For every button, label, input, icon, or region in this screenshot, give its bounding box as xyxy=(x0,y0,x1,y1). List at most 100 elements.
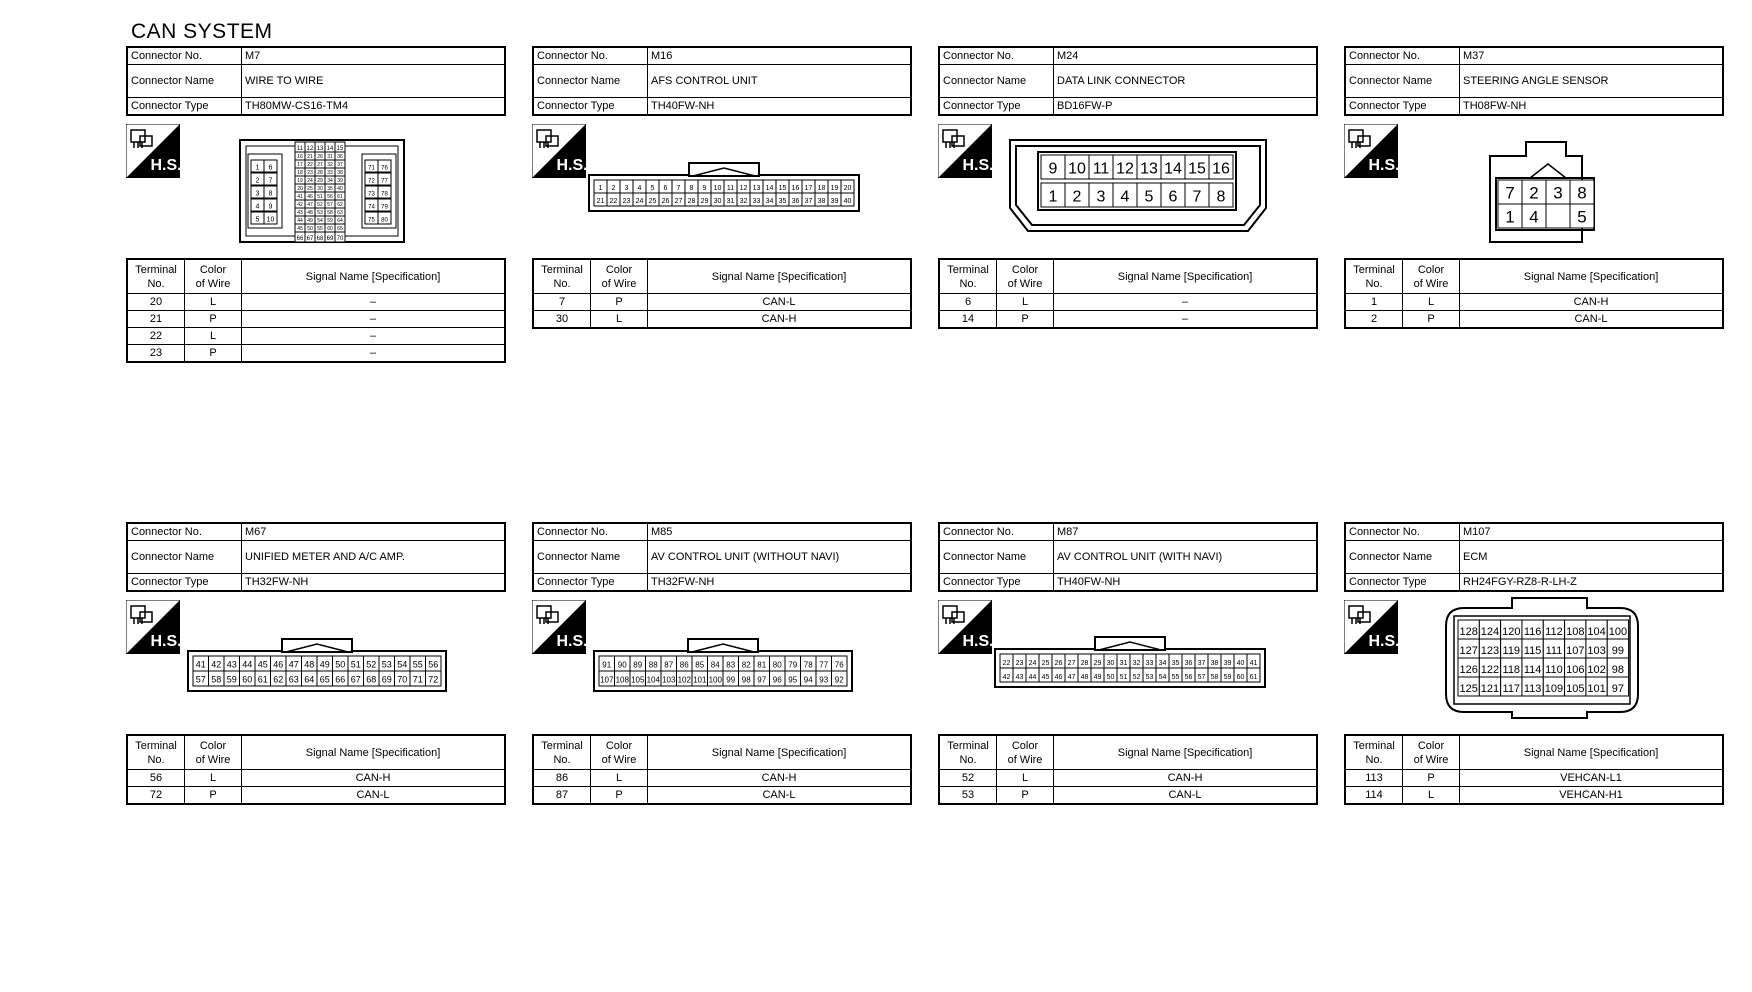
connector-type-value: TH40FW-NH xyxy=(1053,573,1318,592)
hs-label: H.S. xyxy=(150,633,180,650)
pin-label: 52 xyxy=(366,660,376,670)
pin-label: 118 xyxy=(1503,664,1521,676)
connector-block-m67: Connector No. M67 Connector Name UNIFIED… xyxy=(126,522,506,805)
pin-label: 19 xyxy=(831,185,839,192)
pin-label: 4 xyxy=(638,185,642,192)
table-row: 53 P CAN-L xyxy=(938,786,1318,805)
pin-label: 55 xyxy=(1172,674,1180,681)
pin-label: 80 xyxy=(381,217,388,223)
pin-label: 70 xyxy=(397,675,407,685)
pin-label: 25 xyxy=(649,198,657,205)
signal-name-header: Signal Name [Specification] xyxy=(1053,734,1318,770)
connector-type-value: TH32FW-NH xyxy=(241,573,506,592)
pin-label: 1 xyxy=(1049,189,1058,206)
connector-name-value: DATA LINK CONNECTOR xyxy=(1053,64,1318,98)
pin-label: 53 xyxy=(1146,674,1154,681)
hs-label: H.S. xyxy=(556,633,586,650)
hs-label: H.S. xyxy=(150,157,180,174)
pin-label: 120 xyxy=(1502,626,1520,638)
pin-label: 60 xyxy=(327,226,333,232)
wire-color: P xyxy=(1402,769,1460,787)
connector-no-value: M24 xyxy=(1053,46,1318,65)
pin-label: 47 xyxy=(307,202,313,208)
connector-info-table: Connector No. M16 Connector Name AFS CON… xyxy=(532,46,912,116)
pin-label: 49 xyxy=(1094,674,1102,681)
connector-block-m7: Connector No. M7 Connector Name WIRE TO … xyxy=(126,46,506,363)
pin-label: 34 xyxy=(327,178,333,184)
pin-label: 26 xyxy=(1055,660,1063,667)
pin-label: 23 xyxy=(307,170,313,176)
pin-label: 44 xyxy=(1029,674,1037,681)
pin-label: 28 xyxy=(688,198,696,205)
pin-label: 3 xyxy=(1097,189,1106,206)
pin-label: 69 xyxy=(327,236,334,242)
pin-label: 37 xyxy=(1198,660,1206,667)
pin-label: 108 xyxy=(1566,626,1584,638)
pin-label: 43 xyxy=(227,660,237,670)
pin-label: 54 xyxy=(317,218,323,224)
connector-name-value: AV CONTROL UNIT (WITH NAVI) xyxy=(1053,540,1318,574)
pin-label: 35 xyxy=(1172,660,1180,667)
pin-label: 38 xyxy=(818,198,826,205)
pin-label: 15 xyxy=(779,185,787,192)
pin-label: 10 xyxy=(267,216,275,223)
pin-label: 23 xyxy=(1016,660,1024,667)
harness-side-icon: H.S. xyxy=(532,124,586,178)
signal-name: – xyxy=(241,293,506,311)
pin-label: 37 xyxy=(805,198,813,205)
connector-type-label: Connector Type xyxy=(938,573,1054,592)
pin-label: 59 xyxy=(327,218,333,224)
pin-label: 56 xyxy=(327,194,333,200)
connector-name-label: Connector Name xyxy=(126,540,242,574)
pin-label: 25 xyxy=(1042,660,1050,667)
pin-label: 21 xyxy=(307,154,313,160)
wire-color: P xyxy=(184,344,242,363)
wire-color: P xyxy=(184,310,242,328)
pin-label: 33 xyxy=(327,170,333,176)
pin-label: 97 xyxy=(757,676,766,685)
pin-label: 110 xyxy=(1545,664,1563,676)
connector-no-value: M107 xyxy=(1459,522,1724,541)
pin-label: 102 xyxy=(678,676,692,685)
table-row: 20 L – xyxy=(126,293,506,311)
terminal-no: 22 xyxy=(126,327,185,345)
pin-label: 20 xyxy=(844,185,852,192)
connector-block-m107: Connector No. M107 Connector Name ECM Co… xyxy=(1344,522,1724,805)
pin-label: 14 xyxy=(1164,161,1182,178)
pin-label: 6 xyxy=(664,185,668,192)
pin-label: 54 xyxy=(397,660,407,670)
pin-label: 31 xyxy=(327,154,333,160)
pin-label: 32 xyxy=(327,162,333,168)
hs-label: H.S. xyxy=(556,157,586,174)
pin-label: 39 xyxy=(337,178,343,184)
pin-label: 51 xyxy=(317,194,323,200)
pin-label: 61 xyxy=(1250,674,1258,681)
terminal-no: 52 xyxy=(938,769,997,787)
table-row: 113 P VEHCAN-L1 xyxy=(1344,769,1724,787)
signal-name-header: Signal Name [Specification] xyxy=(1459,734,1724,770)
connector-info-table: Connector No. M37 Connector Name STEERIN… xyxy=(1344,46,1724,116)
pin-label: 66 xyxy=(297,236,304,242)
pin-label: 97 xyxy=(1612,683,1624,695)
pin-label: 49 xyxy=(307,218,313,224)
pin-label: 98 xyxy=(1612,664,1624,676)
pin-label: 31 xyxy=(727,198,735,205)
connector-name-value: ECM xyxy=(1459,540,1724,574)
table-row: 23 P – xyxy=(126,344,506,363)
pin-label: 115 xyxy=(1524,645,1542,657)
pin-label: 4 xyxy=(1121,189,1130,206)
pin-label: 22 xyxy=(307,162,313,168)
pin-label: 13 xyxy=(317,146,324,152)
connector-no-label: Connector No. xyxy=(938,522,1054,541)
pin-label: 105 xyxy=(1566,683,1584,695)
pin-label: 66 xyxy=(335,675,345,685)
connector-name-value: WIRE TO WIRE xyxy=(241,64,506,98)
connector-block-m85: Connector No. M85 Connector Name AV CONT… xyxy=(532,522,912,805)
pin-label: 96 xyxy=(773,676,782,685)
